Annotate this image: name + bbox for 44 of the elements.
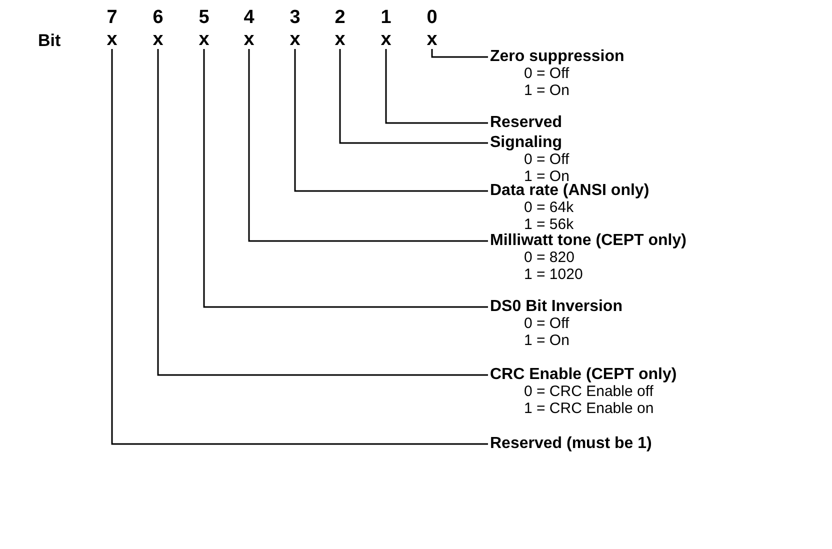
value-option: 1 = 56k (524, 216, 650, 233)
bit-number: 4 (242, 8, 256, 28)
field-name: Reserved (490, 114, 562, 131)
bit-number: 7 (106, 8, 118, 28)
bit-mark: x (330, 30, 350, 50)
bit-mark: x (194, 30, 214, 50)
bit-mark: x (102, 30, 122, 50)
bit-number: 5 (198, 8, 210, 28)
bit-mark: x (148, 30, 168, 50)
leader-line (339, 49, 488, 144)
bit-mark: x (376, 30, 396, 50)
field-name: Signaling (490, 134, 563, 151)
bit-number: 2 (334, 8, 346, 28)
value-option: 1 = 1020 (524, 266, 686, 283)
value-option: 0 = 820 (524, 249, 686, 266)
value-option: 0 = Off (524, 65, 624, 82)
leader-line (157, 49, 488, 376)
value-option: 0 = CRC Enable off (524, 383, 677, 400)
field-name: Reserved (must be 1) (490, 435, 652, 452)
value-option: 0 = Off (524, 315, 622, 332)
bit-mark: x (239, 30, 259, 50)
leader-line (248, 49, 488, 242)
value-option: 1 = On (524, 82, 624, 99)
leader-line (203, 49, 488, 308)
leader-line (294, 49, 488, 192)
leader-line (431, 49, 488, 58)
bit-number: 3 (288, 8, 302, 28)
leader-line (385, 49, 488, 124)
field-name: Milliwatt tone (CEPT only) (490, 232, 686, 249)
field-name: CRC Enable (CEPT only) (490, 366, 677, 383)
bit-number: 1 (380, 8, 392, 28)
field-name: DS0 Bit Inversion (490, 298, 622, 315)
value-option: 0 = 64k (524, 199, 650, 216)
value-option: 1 = On (524, 332, 622, 349)
bit-number: 6 (152, 8, 164, 28)
value-option: 0 = Off (524, 151, 570, 168)
value-option: 1 = CRC Enable on (524, 400, 677, 417)
bit-mark: x (285, 30, 305, 50)
bit-number: 0 (426, 8, 438, 28)
field-name: Zero suppression (490, 48, 624, 65)
bit-label: Bit (38, 31, 61, 51)
field-name: Data rate (ANSI only) (490, 182, 650, 199)
bit-mark: x (422, 30, 442, 50)
leader-line (111, 49, 488, 445)
